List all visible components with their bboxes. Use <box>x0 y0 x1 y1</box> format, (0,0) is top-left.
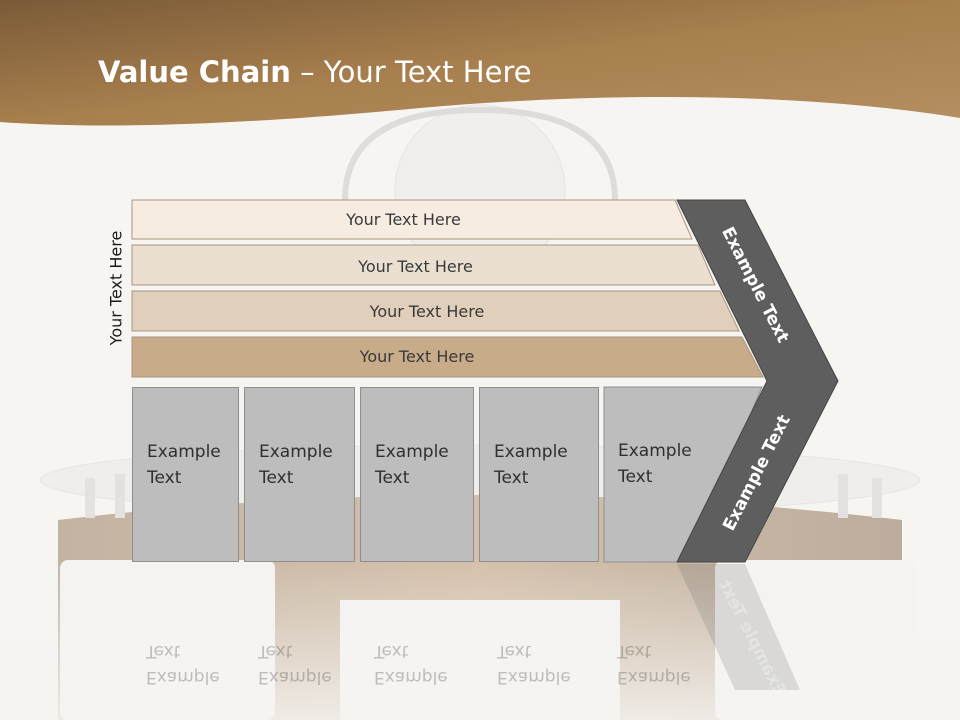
row-3: Your Text Here <box>369 301 485 321</box>
column-3: Example Text <box>360 387 474 562</box>
chevron-arrow <box>676 199 839 563</box>
row-4: Your Text Here <box>359 346 475 366</box>
row-shape-1 <box>131 199 693 240</box>
row-1: Your Text Here <box>346 209 461 229</box>
column-4: Example Text <box>479 387 599 562</box>
column-2: Example Text <box>244 387 355 562</box>
page-title: Value Chain – Your Text Here <box>98 55 532 89</box>
column-2-reflection: Example Text <box>258 641 332 687</box>
row-shape-4 <box>131 336 764 378</box>
reflection <box>677 564 800 690</box>
column-5-reflection: Example Text <box>617 641 691 687</box>
row-shape-2 <box>131 244 716 286</box>
column-1-reflection: Example Text <box>146 641 220 687</box>
column-1: Example Text <box>132 387 239 562</box>
column-3-reflection: Example Text <box>374 641 448 687</box>
row-2: Your Text Here <box>358 256 473 276</box>
row-shape-3 <box>131 290 740 332</box>
column-5: Example Text <box>618 441 692 487</box>
column-4-reflection: Example Text <box>497 641 571 687</box>
